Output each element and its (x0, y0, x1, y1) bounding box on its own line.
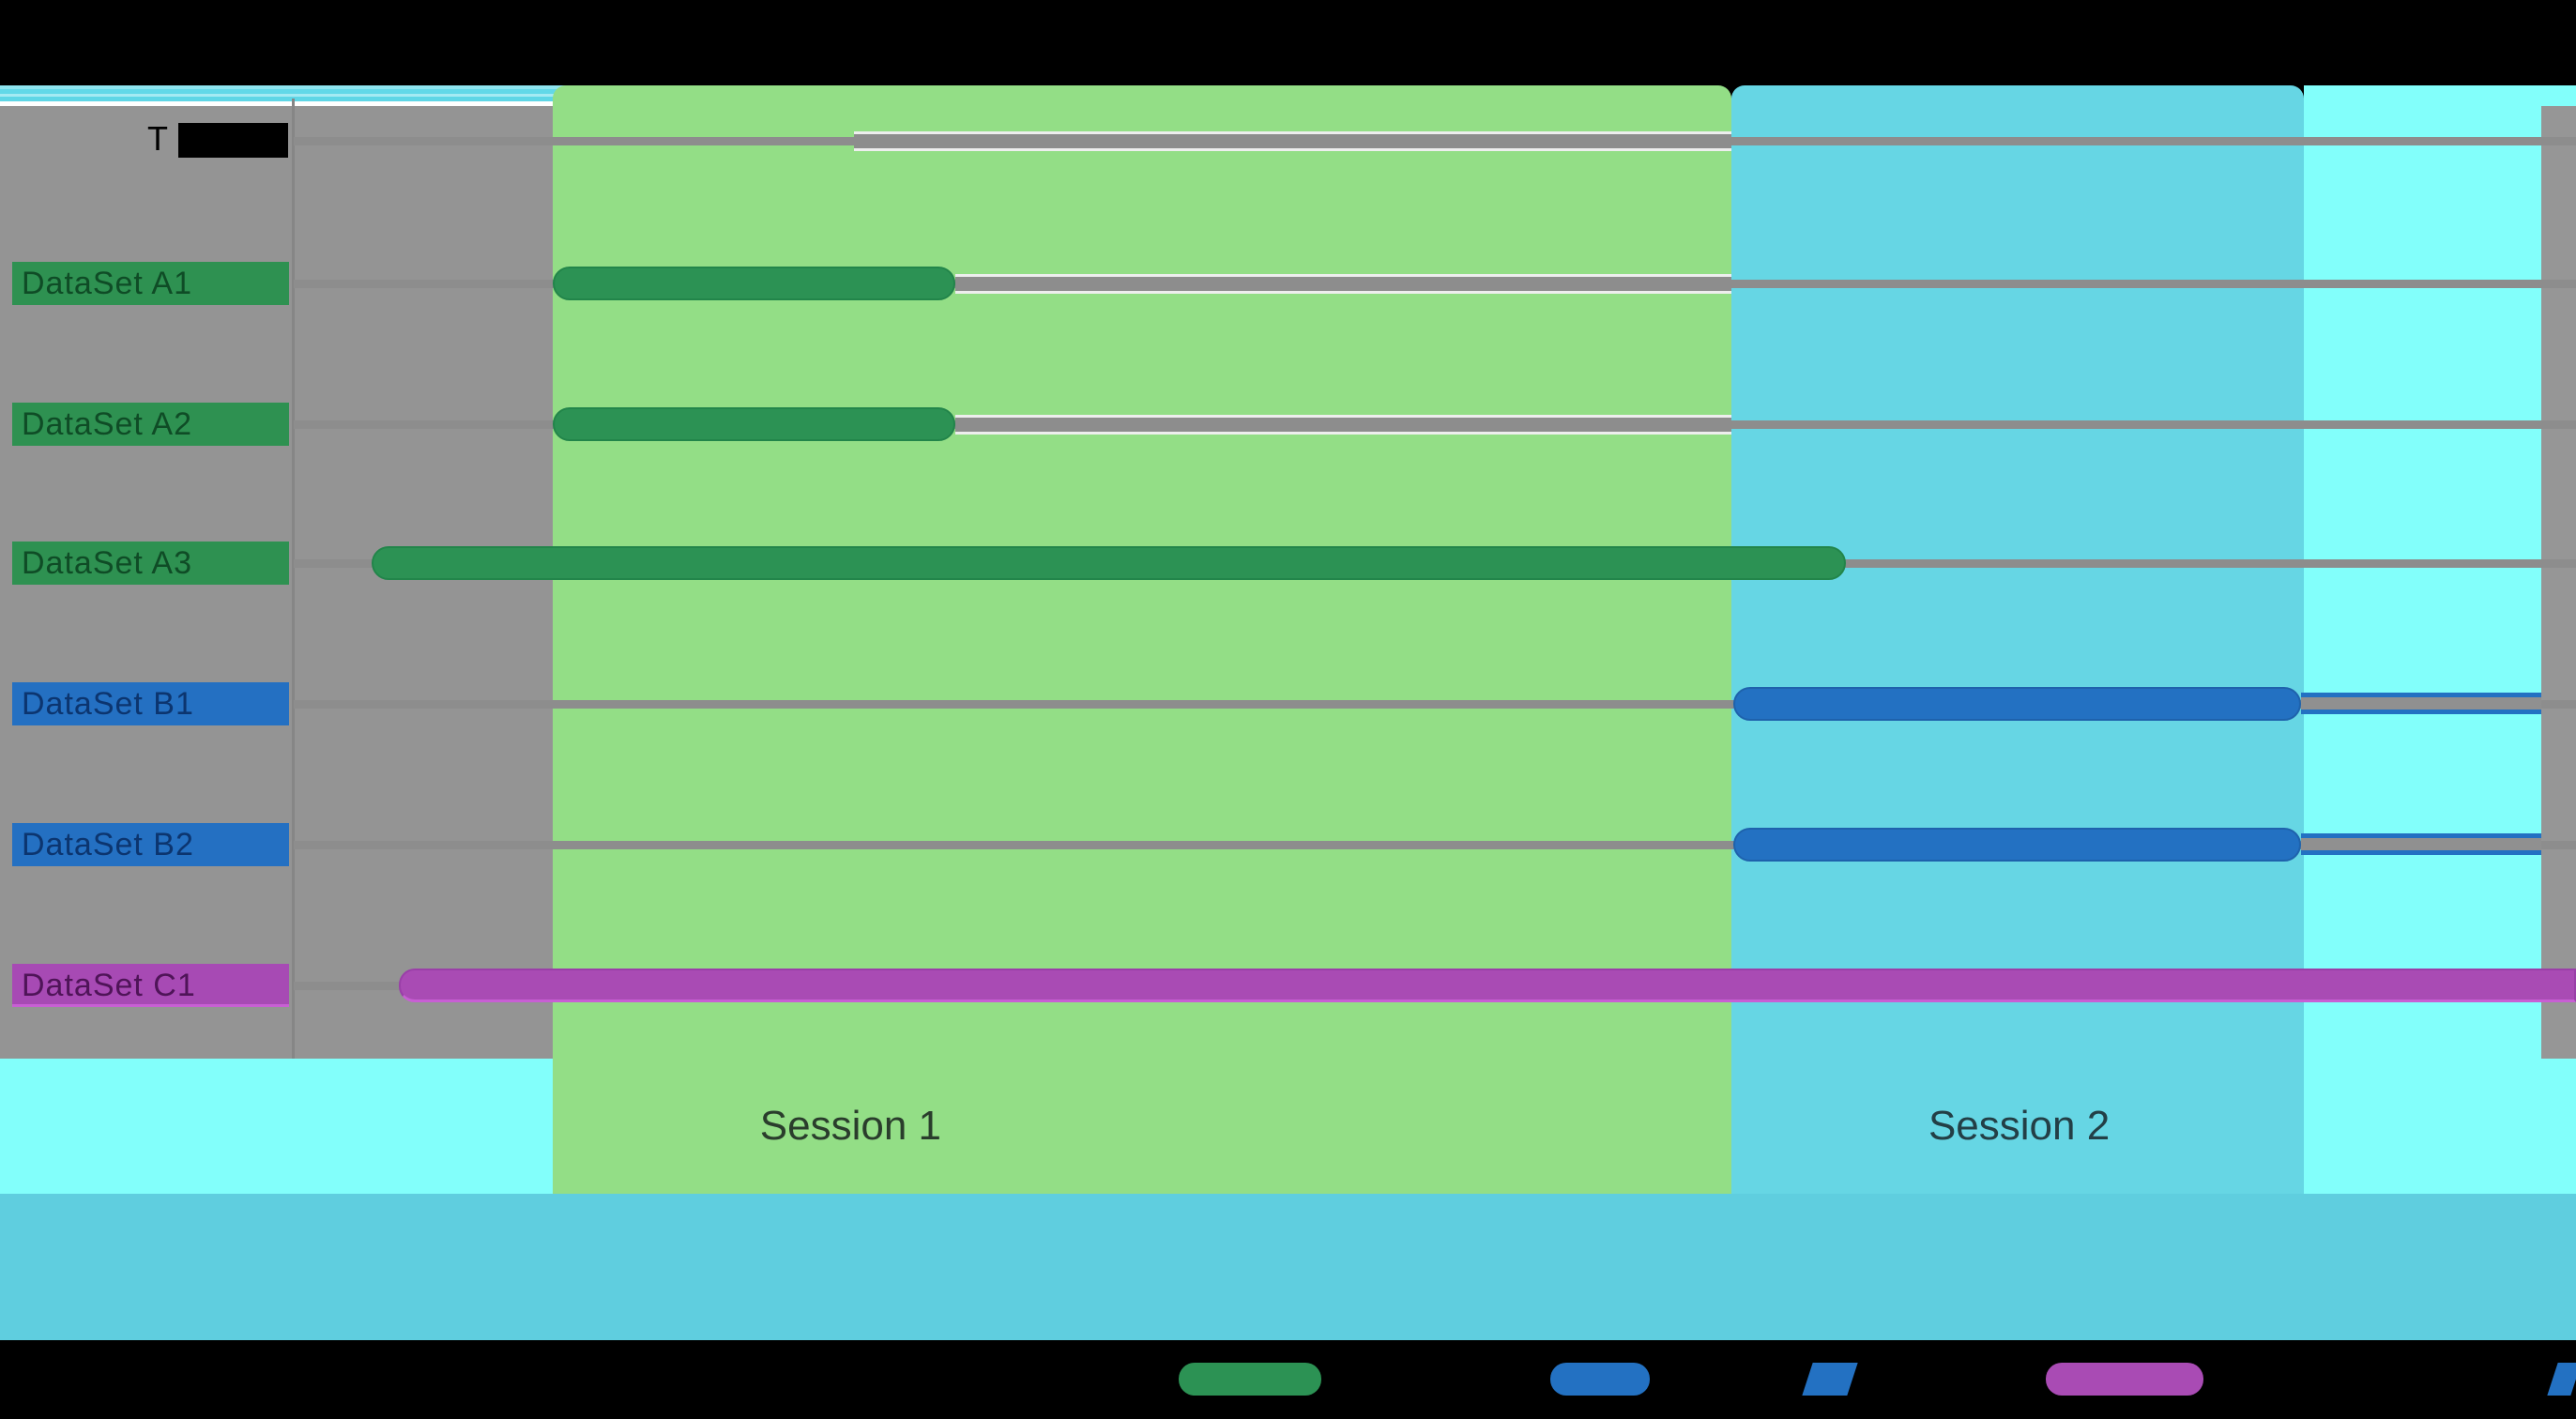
header-redaction-box (178, 123, 288, 158)
task-bar-dataset-c1 (399, 969, 2576, 1002)
task-bar-dataset-a2 (553, 407, 956, 441)
top-cyan-strip (0, 85, 568, 101)
session-1-label: Session 1 (759, 1103, 942, 1149)
bottom-turquoise-band (0, 1194, 2576, 1340)
task-bar-dataset-b1 (1733, 687, 2301, 721)
row-gridline (294, 841, 2576, 849)
session-2-band (1731, 85, 2305, 1194)
redaction-tail (2300, 833, 2542, 855)
legend-swatch-purple (2046, 1363, 2203, 1396)
redaction-tail (955, 274, 1732, 294)
row-label-dataset-a2: DataSet A2 (12, 403, 289, 446)
top-white-line (0, 101, 568, 106)
legend-swatch-blue (2547, 1363, 2576, 1396)
task-bar-dataset-a1 (553, 267, 956, 300)
task-bar-dataset-a3 (371, 546, 1846, 580)
session-2-label: Session 2 (1928, 1103, 2111, 1149)
row-label-dataset-b1: DataSet B1 (12, 682, 289, 725)
legend-swatch-blue (1802, 1363, 1858, 1396)
chart-background-bottom-left (0, 1059, 553, 1194)
row-label-dataset-c1: DataSet C1 (12, 964, 289, 1007)
legend-swatch-green (1179, 1363, 1321, 1396)
row-label-dataset-a1: DataSet A1 (12, 262, 289, 305)
row-label-dataset-b2: DataSet B2 (12, 823, 289, 866)
row-label-dataset-a3: DataSet A3 (12, 542, 289, 585)
task-bar-dataset-b2 (1733, 828, 2301, 862)
row-gridline (294, 700, 2576, 709)
post-session-gray-strip (2541, 106, 2576, 1059)
redaction-tail (955, 415, 1732, 435)
legend-swatch-blue (1550, 1363, 1650, 1396)
chart-background-right (2304, 85, 2576, 1194)
column-header-partial-text: T (147, 119, 168, 158)
redaction-tail (2300, 693, 2542, 714)
label-column-divider (292, 99, 295, 1059)
redaction-tail (854, 131, 1732, 151)
